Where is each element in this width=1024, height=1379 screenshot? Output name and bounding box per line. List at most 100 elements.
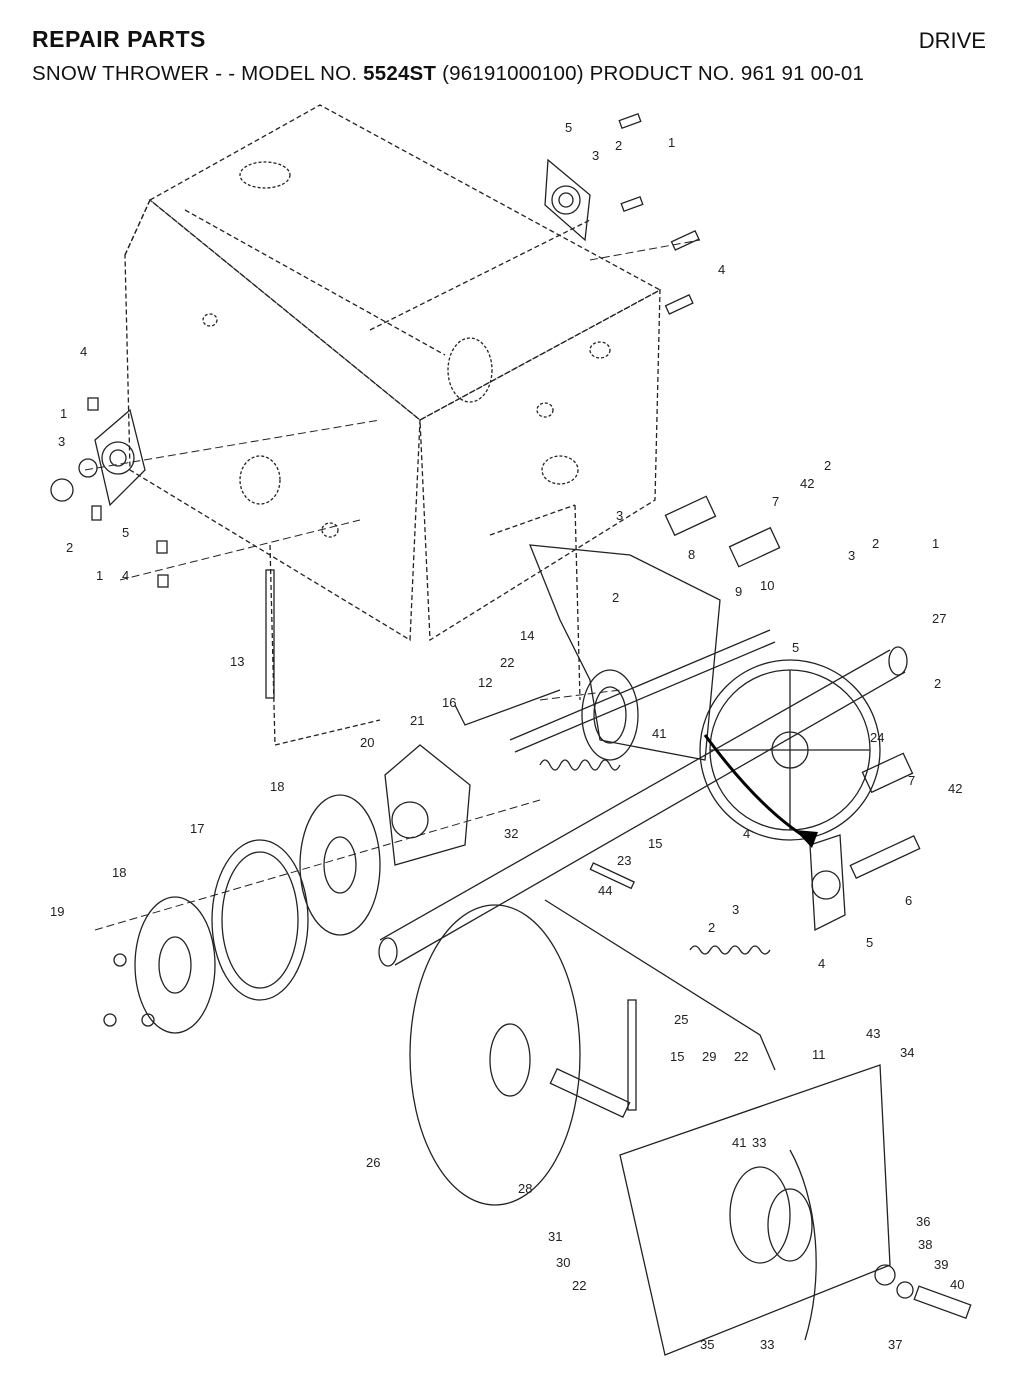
callout-9: 9: [735, 584, 742, 599]
callout-17: 17: [190, 821, 204, 836]
callout-24: 24: [870, 730, 884, 745]
callout-2-c: 2: [824, 458, 831, 473]
spring-43: [689, 945, 771, 955]
callout-11: 11: [812, 1047, 826, 1062]
callout-28: 28: [518, 1181, 532, 1196]
callout-3-e: 3: [732, 902, 739, 917]
callout-33-b: 33: [760, 1337, 774, 1352]
shaft-13: [265, 569, 275, 699]
callout-21: 21: [410, 713, 424, 728]
callout-19: 19: [50, 904, 64, 919]
flange-bearing-left: [94, 408, 146, 507]
callout-22-c: 22: [572, 1278, 586, 1293]
callout-1-d: 1: [932, 536, 939, 551]
callout-22-b: 22: [734, 1049, 748, 1064]
callout-1-a: 1: [668, 135, 675, 150]
callout-2-b: 2: [66, 540, 73, 555]
plate-18-upper: [299, 794, 381, 936]
callout-32: 32: [504, 826, 518, 841]
callout-42-a: 42: [800, 476, 814, 491]
callout-4-e: 4: [818, 956, 825, 971]
callout-1-b: 1: [60, 406, 67, 421]
flange-bearing-top: [544, 158, 591, 242]
callout-6: 6: [905, 893, 912, 908]
callout-15-b: 15: [670, 1049, 684, 1064]
callout-34: 34: [900, 1045, 914, 1060]
ring-17: [211, 839, 309, 1001]
shaft-27: [378, 646, 908, 967]
callout-10: 10: [760, 578, 774, 593]
callout-2-f: 2: [934, 676, 941, 691]
clutch-33: [729, 1166, 791, 1264]
callout-12: 12: [478, 675, 492, 690]
callout-29: 29: [702, 1049, 716, 1064]
callout-37: 37: [888, 1337, 902, 1352]
callout-5-d: 5: [866, 935, 873, 950]
callout-31: 31: [548, 1229, 562, 1244]
callout-38: 38: [918, 1237, 932, 1252]
callout-20: 20: [360, 735, 374, 750]
shaft-12: [509, 629, 776, 753]
callout-4-c: 4: [122, 568, 129, 583]
callout-2-g: 2: [708, 920, 715, 935]
subtitle-suffix: (96191000100) PRODUCT NO. 961 91 00-01: [442, 62, 865, 85]
callout-3-b: 3: [58, 434, 65, 449]
callout-5-a: 5: [565, 120, 572, 135]
callout-2-a: 2: [615, 138, 622, 153]
section-title: REPAIR PARTS: [32, 26, 206, 52]
callout-26: 26: [366, 1155, 380, 1170]
rod-11: [544, 899, 776, 1071]
model-number: 5524ST: [363, 62, 437, 85]
callout-36: 36: [916, 1214, 930, 1229]
callout-40: 40: [950, 1277, 964, 1292]
callout-5-b: 5: [122, 525, 129, 540]
flange-bearing-right: [809, 834, 846, 932]
callout-18-b: 18: [112, 865, 126, 880]
callout-27: 27: [932, 611, 946, 626]
callout-3-c: 3: [616, 508, 623, 523]
callout-15-a: 15: [648, 836, 662, 851]
callout-30: 30: [556, 1255, 570, 1270]
callout-4-d: 4: [743, 826, 750, 841]
callout-3-a: 3: [592, 148, 599, 163]
callout-14: 14: [520, 628, 534, 643]
callout-41-b: 41: [732, 1135, 746, 1150]
callout-3-d: 3: [848, 548, 855, 563]
gear-bracket: [528, 544, 721, 761]
callout-25: 25: [674, 1012, 688, 1027]
callout-16: 16: [442, 695, 456, 710]
subtitle: SNOW THROWER - - MODEL NO. 5524ST (96191…: [32, 62, 864, 86]
callout-42-b: 42: [948, 781, 962, 796]
rod-16: [454, 689, 561, 726]
frame-housing: [124, 104, 662, 746]
guard-36: [789, 1149, 817, 1341]
callout-7-a: 7: [772, 494, 779, 509]
callout-4-a: 4: [718, 262, 725, 277]
frame-holes: [202, 161, 611, 538]
hub-20: [384, 744, 471, 866]
subtitle-prefix: SNOW THROWER - - MODEL NO.: [32, 62, 358, 85]
callout-1-c: 1: [96, 568, 103, 583]
callout-35: 35: [700, 1337, 714, 1352]
callout-7-b: 7: [908, 773, 915, 788]
callout-13: 13: [230, 654, 244, 669]
callout-2-e: 2: [612, 590, 619, 605]
plate-18-lower: [134, 896, 216, 1034]
callout-33-a: 33: [752, 1135, 766, 1150]
callout-39: 39: [934, 1257, 948, 1272]
callout-2-d: 2: [872, 536, 879, 551]
friction-wheel: [581, 669, 639, 761]
callout-4-b: 4: [80, 344, 87, 359]
callout-5-c: 5: [792, 640, 799, 655]
callout-18-a: 18: [270, 779, 284, 794]
bracket-34: [619, 1064, 891, 1356]
callout-23: 23: [617, 853, 631, 868]
spring-23: [539, 759, 621, 771]
callout-22-a: 22: [500, 655, 514, 670]
callout-43: 43: [866, 1026, 880, 1041]
callout-8: 8: [688, 547, 695, 562]
drive-disc-26: [409, 904, 581, 1206]
callout-44: 44: [598, 883, 612, 898]
category-title: DRIVE: [918, 28, 986, 53]
